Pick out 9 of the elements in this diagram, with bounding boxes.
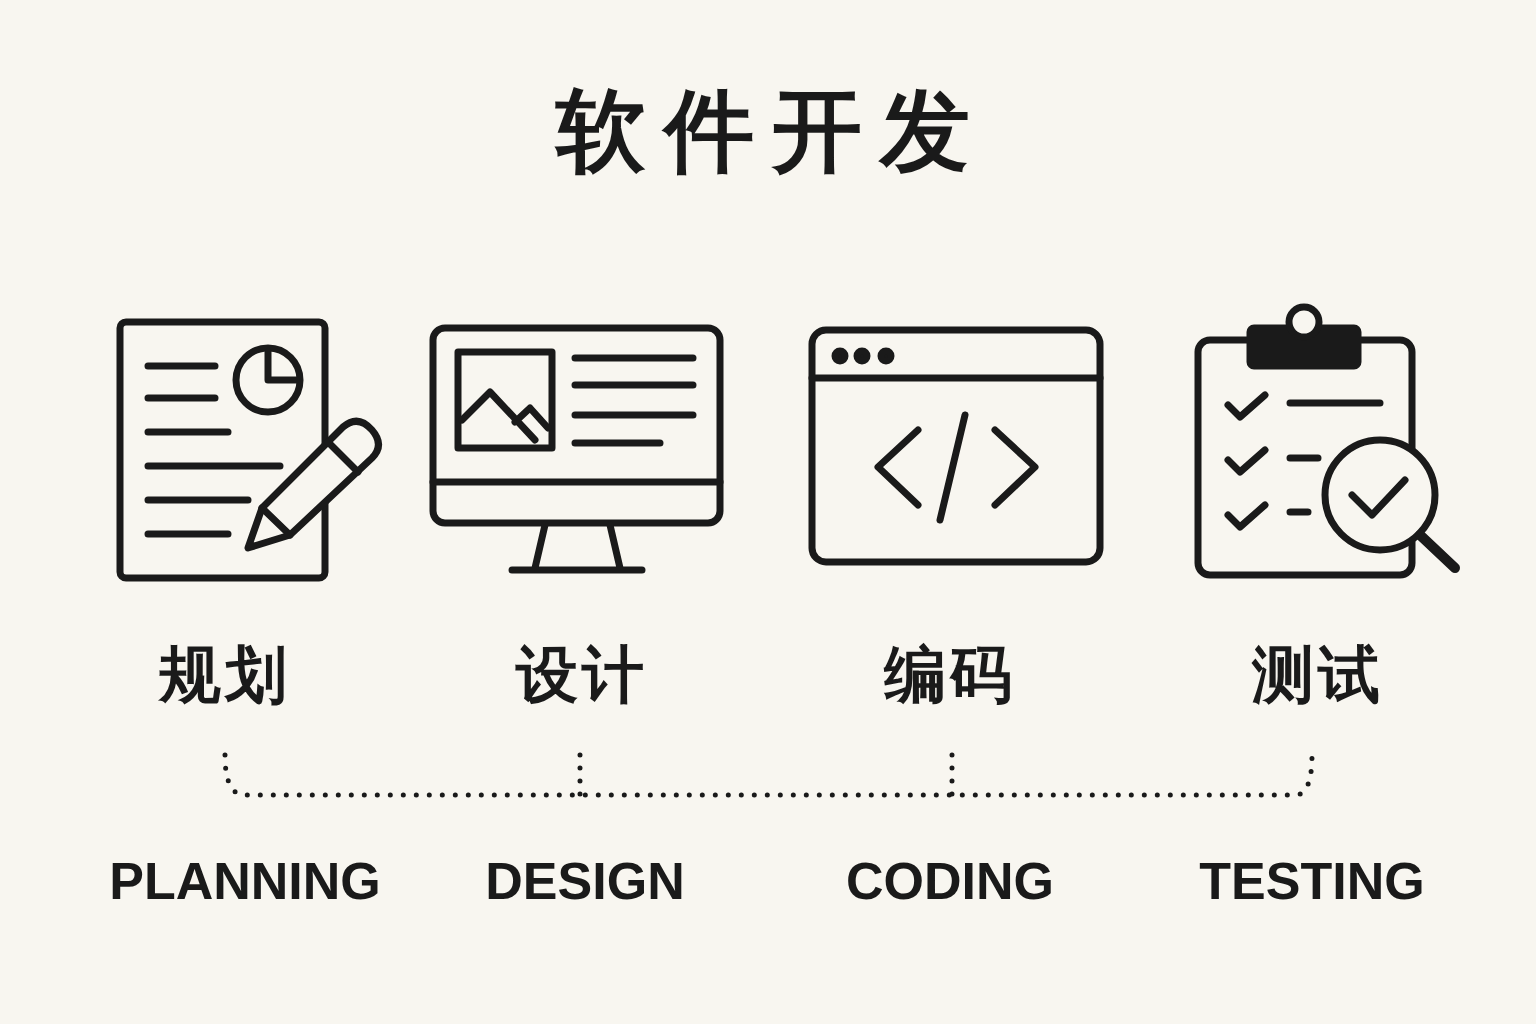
stage-caption: DESIGN [485, 853, 685, 911]
stage-caption: PLANNING [109, 853, 381, 911]
stage-label: 测试 [1252, 640, 1384, 710]
stage-label: 规划 [159, 640, 291, 710]
title: 软件开发 [556, 80, 988, 180]
stage-label: 设计 [516, 640, 648, 710]
stage-label: 编码 [884, 640, 1016, 710]
stage-caption: CODING [846, 853, 1054, 911]
stage-caption: TESTING [1199, 853, 1425, 911]
